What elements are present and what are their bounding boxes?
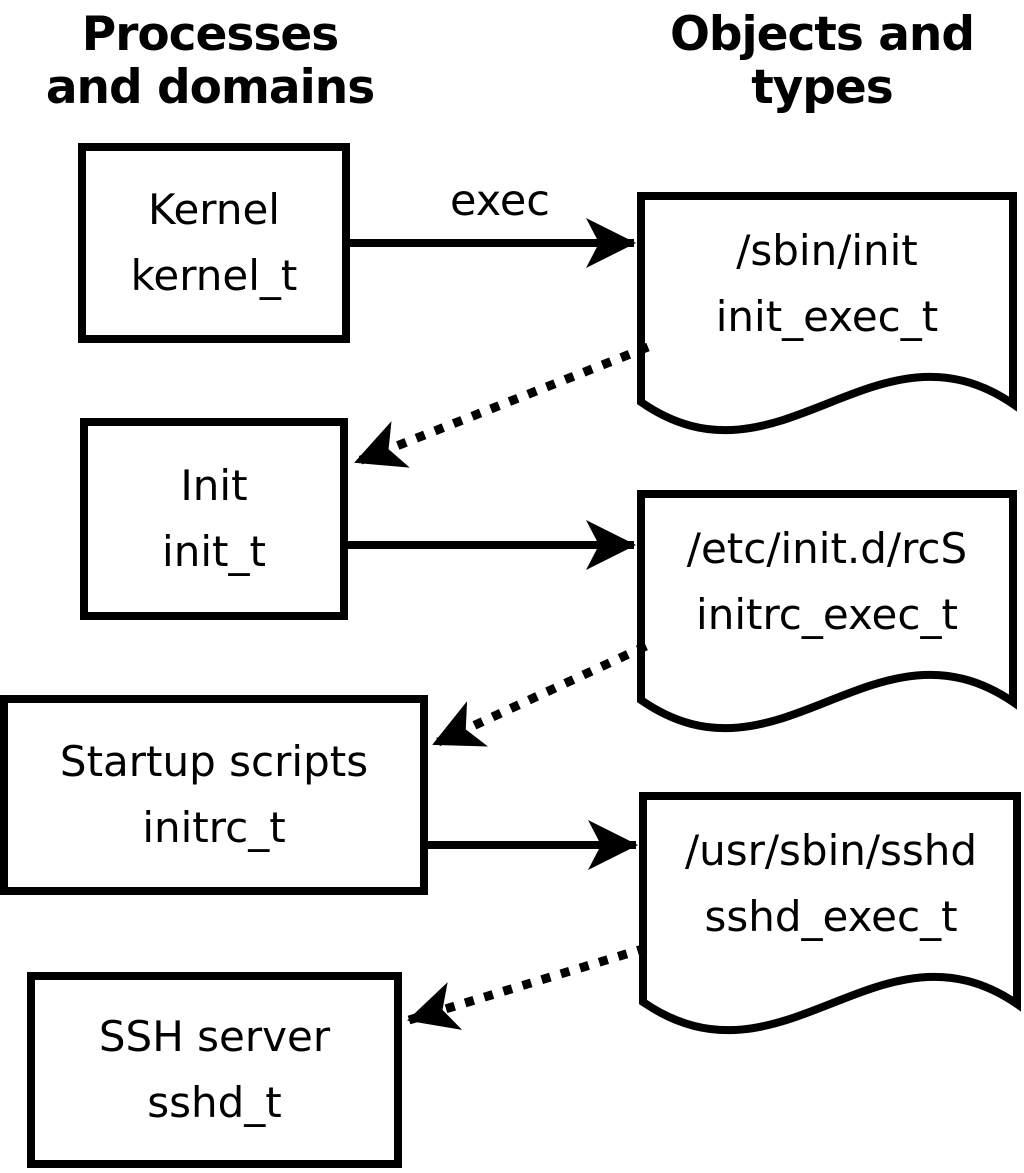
column-header-processes: Processes and domains	[8, 8, 412, 114]
object-label-usr-sbin-sshd: /usr/sbin/sshd sshd_exec_t	[642, 818, 1020, 950]
column-header-objects: Objects and types	[620, 8, 1024, 114]
process-name-ssh-server: SSH server	[98, 1012, 331, 1061]
transition-arrow-to-initrc	[432, 641, 648, 749]
object-type-sshd-exec-t: sshd_exec_t	[704, 892, 958, 941]
process-name-kernel: Kernel	[148, 185, 280, 234]
column-header-processes-line1: Processes	[81, 7, 339, 62]
column-header-objects-line1: Objects and	[669, 7, 975, 62]
object-type-init-exec-t: init_exec_t	[715, 292, 939, 341]
document-shape-sshd-exec	[639, 792, 1021, 1035]
transition-arrow-to-sshd	[407, 943, 648, 1030]
column-header-objects-line2: types	[751, 60, 894, 115]
process-box-kernel: Kernel kernel_t	[78, 143, 350, 343]
document-shape-init-exec	[637, 192, 1017, 435]
process-box-ssh-server: SSH server sshd_t	[27, 972, 402, 1168]
process-domain-kernel: kernel_t	[130, 251, 298, 300]
process-domain-startup-scripts: initrc_t	[142, 803, 286, 852]
process-box-startup-scripts: Startup scripts initrc_t	[0, 695, 428, 895]
object-path-usr-sbin-sshd: /usr/sbin/sshd	[684, 826, 978, 875]
process-domain-init: init_t	[162, 527, 266, 576]
exec-arrow-label: exec	[450, 176, 550, 226]
transition-arrow-to-init	[354, 342, 650, 468]
object-type-initrc-exec-t: initrc_exec_t	[696, 590, 958, 639]
process-name-init: Init	[180, 461, 248, 510]
object-label-sbin-init: /sbin/init init_exec_t	[640, 218, 1014, 350]
object-label-etc-init-rcs: /etc/init.d/rcS initrc_exec_t	[640, 516, 1014, 648]
document-shape-initrc-exec	[637, 490, 1017, 733]
process-box-init: Init init_t	[80, 418, 348, 620]
column-header-processes-line2: and domains	[45, 60, 375, 115]
object-path-etc-init-rcs: /etc/init.d/rcS	[686, 524, 968, 573]
object-path-sbin-init: /sbin/init	[736, 226, 918, 275]
process-name-startup-scripts: Startup scripts	[59, 737, 369, 786]
process-domain-ssh-server: sshd_t	[147, 1078, 282, 1127]
